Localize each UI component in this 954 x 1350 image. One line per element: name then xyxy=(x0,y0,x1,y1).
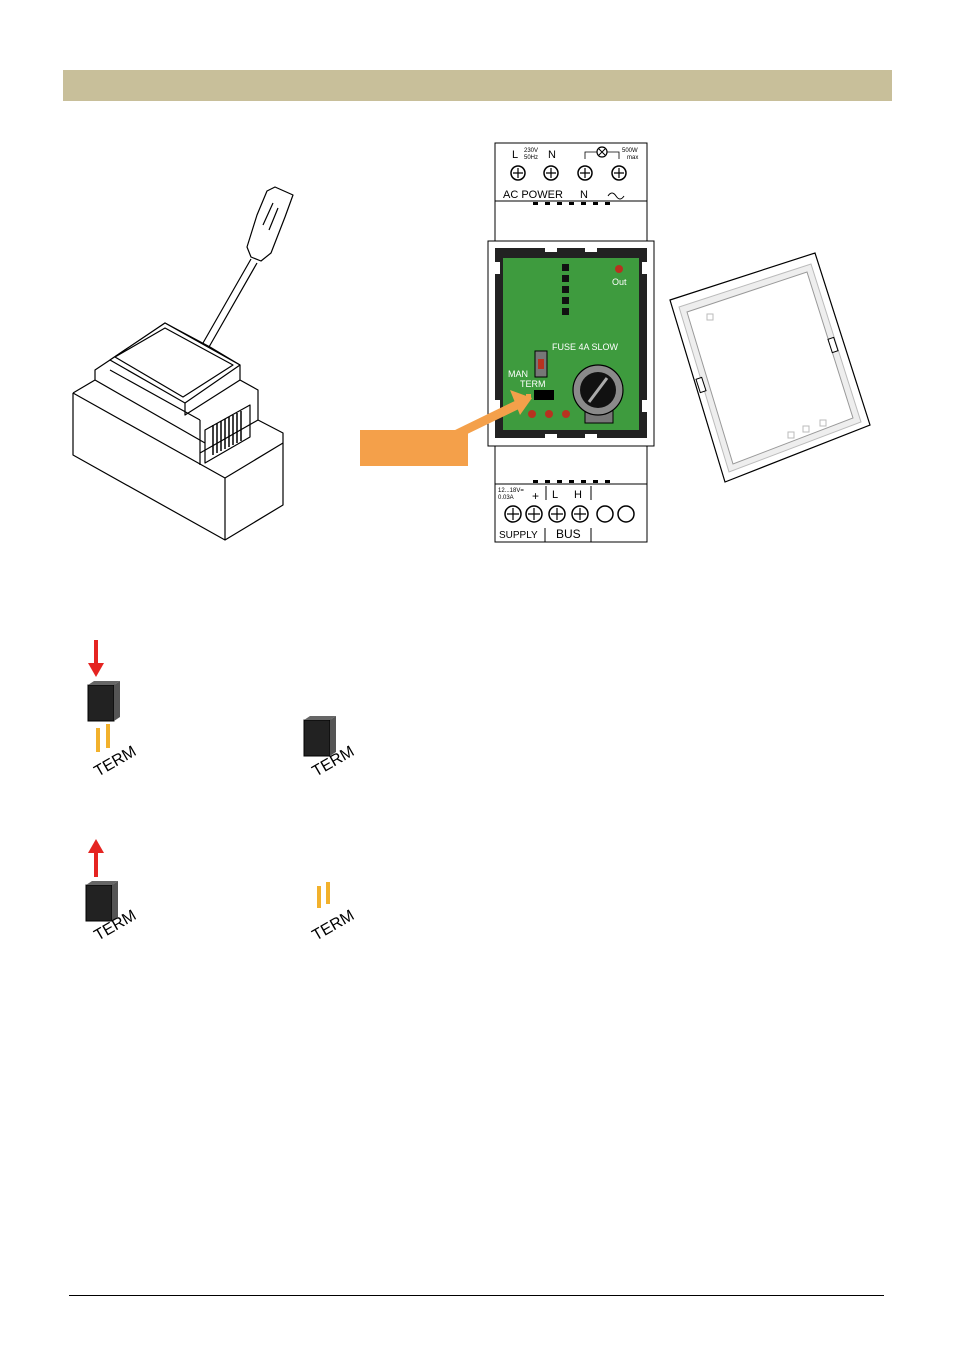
supply-current-label: 0.03A xyxy=(498,495,514,501)
out-label: Out xyxy=(612,277,627,287)
bus-label: BUS xyxy=(556,527,581,541)
jumper-insert-illustration: TERM xyxy=(80,635,180,785)
term-label-removed: TERM xyxy=(310,907,358,944)
footer-rule xyxy=(69,1295,884,1296)
jumper-remove-illustration: TERM xyxy=(80,835,180,945)
output-n-label: N xyxy=(580,189,588,201)
header-bar xyxy=(63,70,892,101)
module-opening-illustration xyxy=(65,175,295,550)
terminal-label-n: N xyxy=(548,149,556,161)
term-label: TERM xyxy=(520,379,546,389)
out-led xyxy=(615,265,623,273)
din-module-front: L 230V 50Hz N 500W max AC POWER N Out FU… xyxy=(485,140,660,545)
frequency-label: 50Hz xyxy=(524,155,538,161)
ac-power-label: AC POWER xyxy=(503,189,563,201)
jumper-inserted-illustration: TERM xyxy=(298,705,398,785)
bus-l-label: L xyxy=(552,489,558,501)
front-cover xyxy=(665,250,875,490)
term-callout xyxy=(360,390,540,470)
supply-label: SUPPLY xyxy=(499,530,538,541)
power-label: 500W xyxy=(622,148,638,154)
plus-label: + xyxy=(532,489,539,503)
man-label: MAN xyxy=(508,369,528,379)
terminal-label-l: L xyxy=(512,149,518,161)
jumper-removed-illustration: TERM xyxy=(298,870,398,945)
fuse-label: FUSE 4A SLOW xyxy=(552,342,619,352)
power-max-label: max xyxy=(627,155,638,161)
supply-voltage-label: 12...18V= xyxy=(498,488,524,494)
voltage-label: 230V xyxy=(524,148,538,154)
bus-h-label: H xyxy=(574,489,582,501)
